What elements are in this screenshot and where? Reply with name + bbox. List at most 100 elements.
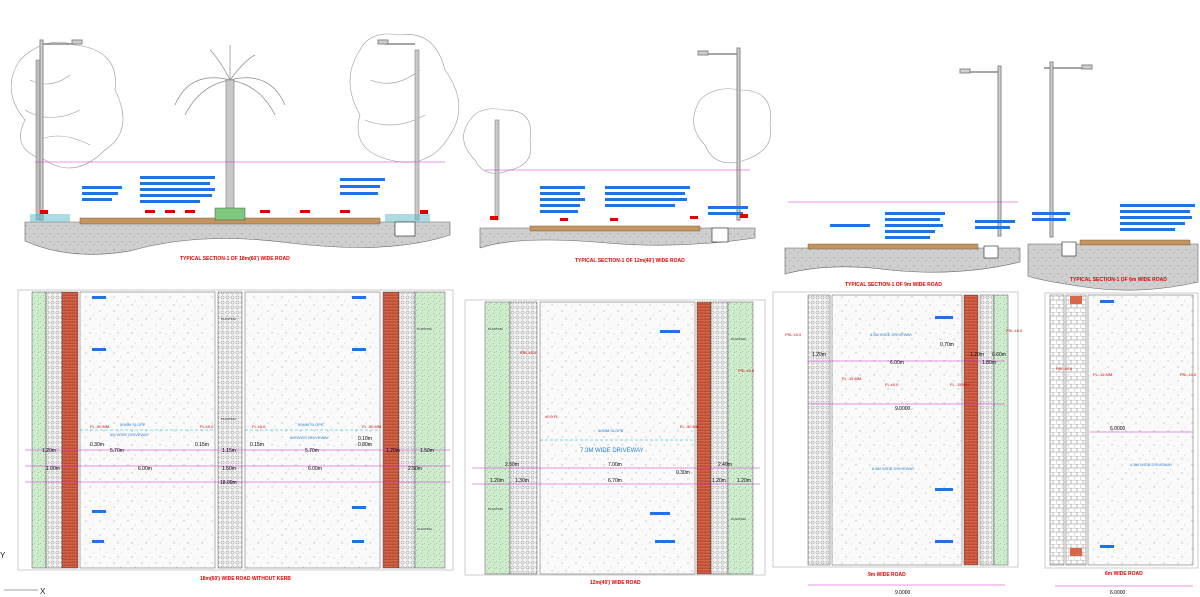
section-6m: TYPICAL SECTION-1 OF 6m WIDE ROAD [1027, 61, 1199, 291]
svg-text:X: X [40, 587, 46, 596]
planting-strip [484, 301, 511, 575]
streetlight-icon [1044, 61, 1093, 238]
plan-title: 9m WIDE ROAD [868, 572, 906, 578]
section-18m: TYPICAL SECTION-1 OF 18m(60') WIDE ROAD [10, 33, 460, 262]
svg-text:1.20m: 1.20m [490, 478, 504, 484]
dimension-total-bottom: 6.0000 [1110, 590, 1126, 596]
planting-strip [727, 301, 754, 575]
plan-12m: 50MM SLOPE 7.3M WIDE DRIVEWAY 2.50m 7.00… [464, 299, 766, 586]
annotation-blocks [1032, 204, 1195, 231]
streetlight-icon [959, 65, 1002, 237]
driveway-label: 6M WIDE DRIVEWAY [290, 435, 329, 440]
fl-labels: FL -50 MM FL ±0.0 FL ±0.0 FL -50 MM [90, 424, 381, 429]
brick-kerb [696, 301, 712, 575]
svg-text:PSL ±0.0: PSL ±0.0 [1006, 328, 1023, 333]
planting-labels: PLANTING PLANTING PLANTING PLANTING [488, 327, 747, 521]
tree-icon [463, 108, 532, 221]
ground-profile [784, 247, 1021, 275]
dimension-small: 0.30m [90, 442, 104, 448]
drain [394, 221, 416, 237]
brick-kerb [963, 294, 979, 566]
svg-text:2.50m: 2.50m [505, 462, 519, 468]
road-slab [529, 225, 701, 232]
svg-text:PLANTING: PLANTING [731, 337, 747, 341]
dimension-labels: 1.20m 6.00m 0.70m 1.20m 0.60m 1.80m [812, 342, 1006, 366]
plan-6m: 4.5M WIDE DRIVEWAY 6.0000 6.0000 PSL ±0.… [1044, 292, 1199, 596]
dimension-labels-row1: 1.20m 5.70m 0.15m 1.15m 0.15m 5.70m 0.10… [42, 436, 434, 454]
section-title: TYPICAL SECTION-1 OF 18m(60') WIDE ROAD [180, 256, 290, 262]
ground-profile [479, 227, 756, 249]
svg-text:0.30m: 0.30m [676, 470, 690, 476]
driveway-label: 4.5M WIDE DRIVEWAY [1130, 462, 1173, 467]
annotation-blocks [82, 176, 385, 203]
svg-text:6.00m: 6.00m [308, 466, 322, 472]
section-12m: TYPICAL SECTION-1 OF 12m(40') WIDE ROAD [463, 47, 772, 264]
brick-wall [1049, 294, 1065, 566]
streetlight-icon [697, 47, 741, 221]
svg-text:FL -15 MM: FL -15 MM [842, 376, 861, 381]
palm-tree-icon [174, 45, 286, 211]
median [214, 207, 246, 221]
svg-text:1.20m: 1.20m [712, 478, 726, 484]
kerb-left [30, 214, 70, 222]
svg-text:2.50m: 2.50m [408, 466, 422, 472]
slope-label: 50MM SLOPE [298, 422, 324, 427]
section-title: TYPICAL SECTION-1 OF 6m WIDE ROAD [1070, 277, 1167, 283]
svg-text:2.40m: 2.40m [718, 462, 732, 468]
svg-text:FL -50 MM: FL -50 MM [362, 424, 381, 429]
slope-label: 50MM SLOPE [120, 422, 146, 427]
paver-footpath [710, 301, 729, 575]
red-marker [1070, 548, 1082, 556]
section-9m: TYPICAL SECTION-1 OF 9m WIDE ROAD [784, 65, 1021, 288]
plan-18m: 50MM SLOPE 6M WIDE DRIVEWAY 50MM SLOPE 6… [17, 289, 454, 582]
svg-text:1.30m: 1.30m [515, 478, 529, 484]
svg-text:FL ±0.0: FL ±0.0 [200, 424, 214, 429]
svg-text:1.50m: 1.50m [420, 448, 434, 454]
kerb-right [385, 214, 430, 222]
brick-kerb [61, 291, 79, 569]
svg-text:7.00m: 7.00m [608, 462, 622, 468]
brick-kerb [382, 291, 400, 569]
svg-text:FL ±0.0: FL ±0.0 [885, 382, 899, 387]
red-tags [40, 210, 428, 214]
streetlight-icon [377, 39, 415, 45]
paver-footpath [398, 291, 416, 569]
svg-text:1.20m: 1.20m [737, 478, 751, 484]
dimension-total: 6.0000 [1110, 426, 1126, 432]
svg-text:0.10m: 0.10m [358, 436, 372, 442]
svg-text:±0.0 FL: ±0.0 FL [545, 414, 559, 419]
plan-title: 6m WIDE ROAD [1105, 571, 1143, 577]
fl-labels: PSL ±0.0 FL -15 MM PSL ±0.0 [1056, 366, 1197, 377]
svg-text:6.70m: 6.70m [608, 478, 622, 484]
svg-text:FL -50 MM: FL -50 MM [680, 424, 699, 429]
svg-text:PSL ±0.0: PSL ±0.0 [520, 350, 537, 355]
svg-text:6.00m: 6.00m [138, 466, 152, 472]
driveway-label: 6.5M WIDE DRIVEWAY [872, 466, 915, 471]
svg-text:0.15m: 0.15m [195, 442, 209, 448]
paver-footpath [807, 294, 831, 566]
svg-text:PLANTING: PLANTING [417, 527, 433, 531]
dimension-total: 18.00m [220, 480, 237, 486]
drain [983, 245, 999, 259]
fl-labels: FL -15 MM FL ±0.0 FL -15 MM PSL ±0.0 PSL… [785, 328, 1023, 387]
svg-text:PLANTING: PLANTING [221, 417, 237, 421]
slope-label: 50MM SLOPE [598, 428, 624, 433]
plan-title: 18m(60') WIDE ROAD WITHOUT KERB [200, 576, 291, 582]
driveway-label: 6M WIDE DRIVEWAY [110, 432, 149, 437]
ground-profile [1027, 243, 1199, 291]
tree-icon [693, 88, 772, 164]
planting-labels: PLANTING PLANTING PLANTING PLANTING [221, 317, 433, 531]
dimension-total: 9.0000 [895, 406, 911, 412]
driveway [1087, 294, 1194, 566]
svg-text:PSL ±0.0: PSL ±0.0 [738, 368, 755, 373]
svg-text:1.20m: 1.20m [812, 352, 826, 358]
svg-text:5.70m: 5.70m [305, 448, 319, 454]
dimension-labels-row1: 2.50m 7.00m 0.30m 2.40m [505, 462, 732, 476]
svg-text:Y: Y [0, 551, 6, 560]
dimension-labels-row2: 1.00m 6.00m 1.50m 6.00m 2.50m [46, 466, 422, 472]
planting-strip [414, 291, 446, 569]
svg-text:PLANTING: PLANTING [488, 507, 504, 511]
svg-text:PLANTING: PLANTING [731, 517, 747, 521]
section-title: TYPICAL SECTION-1 OF 12m(40') WIDE ROAD [575, 258, 685, 264]
